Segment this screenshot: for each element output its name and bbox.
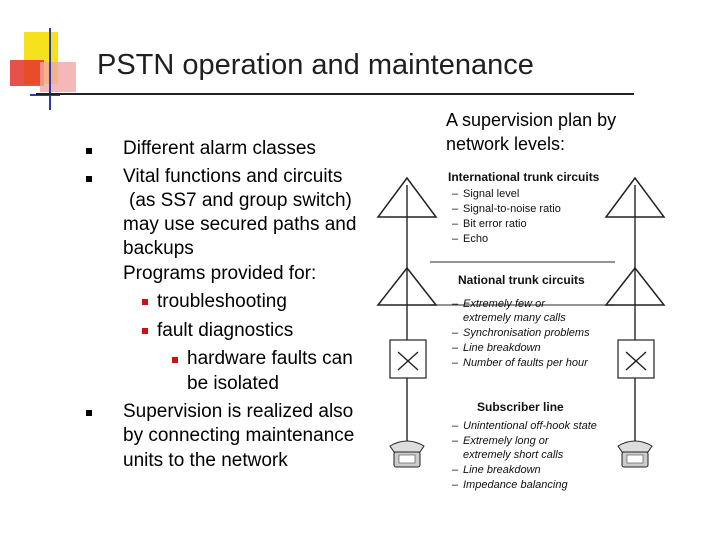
telephone-icon bbox=[617, 440, 653, 468]
logo-blue-line-h bbox=[30, 94, 60, 96]
bullet-text: backups bbox=[123, 238, 194, 259]
section-item: Extremely long or bbox=[463, 435, 550, 447]
bullet-text: Different alarm classes bbox=[123, 138, 316, 159]
logo-pink-square bbox=[40, 62, 76, 92]
title-underline bbox=[36, 93, 634, 95]
triangle-node-icon bbox=[376, 266, 438, 306]
sub-sub-bullet-text: be isolated bbox=[187, 373, 279, 394]
section-item: Signal level bbox=[463, 188, 519, 200]
bullet-list: Different alarm classes Vital functions … bbox=[86, 138, 357, 471]
section-heading: National trunk circuits bbox=[458, 273, 585, 287]
dash: – bbox=[451, 420, 459, 432]
dash: – bbox=[452, 233, 459, 245]
switch-box-icon bbox=[617, 339, 655, 379]
sub-bullet-text: troubleshooting bbox=[157, 291, 287, 312]
section-item: Signal-to-noise ratio bbox=[463, 203, 561, 215]
sub-sub-bullet-text: hardware faults can bbox=[187, 348, 353, 369]
section-item: Impedance balancing bbox=[463, 479, 568, 491]
section-item: Synchronisation problems bbox=[463, 327, 590, 339]
supervision-diagram: International trunk circuits – Signal le… bbox=[376, 170, 666, 491]
sub-sub-bullet-marker bbox=[172, 357, 178, 363]
dash: – bbox=[451, 298, 459, 310]
bullet-text: Programs provided for: bbox=[123, 263, 317, 284]
bullet-marker bbox=[86, 176, 92, 182]
dash: – bbox=[451, 435, 459, 447]
section-item: Unintentional off-hook state bbox=[463, 420, 597, 432]
section-heading: Subscriber line bbox=[477, 400, 564, 414]
bullet-text: (as SS7 and group switch) bbox=[129, 190, 352, 211]
dash: – bbox=[452, 188, 459, 200]
section-item: Line breakdown bbox=[463, 342, 541, 354]
dash: – bbox=[452, 218, 459, 230]
sub-bullet-text: fault diagnostics bbox=[157, 320, 294, 341]
bullet-marker bbox=[86, 410, 92, 416]
section-item: extremely short calls bbox=[463, 449, 564, 461]
switch-box-icon bbox=[389, 339, 427, 379]
triangle-node-icon bbox=[604, 176, 666, 218]
dash: – bbox=[451, 479, 459, 491]
section-item: Line breakdown bbox=[463, 464, 541, 476]
section-item: Bit error ratio bbox=[463, 218, 527, 230]
telephone-icon bbox=[389, 440, 425, 468]
sub-bullet-marker bbox=[142, 328, 148, 334]
bullet-text: may use secured paths and bbox=[123, 214, 357, 235]
bullet-text: by connecting maintenance bbox=[123, 425, 355, 446]
logo-red-square bbox=[10, 60, 44, 86]
heading-line: A supervision plan by bbox=[446, 110, 617, 130]
logo-blue-line bbox=[49, 28, 51, 110]
section-item: Extremely few or bbox=[463, 298, 546, 310]
bullet-text: units to the network bbox=[123, 450, 288, 471]
dash: – bbox=[451, 327, 459, 339]
bullet-marker bbox=[86, 148, 92, 154]
sub-bullet-marker bbox=[142, 299, 148, 305]
triangle-node-icon bbox=[376, 176, 438, 218]
bullet-text: Vital functions and circuits bbox=[123, 166, 343, 187]
dash: – bbox=[451, 342, 459, 354]
section-item: extremely many calls bbox=[463, 312, 566, 324]
page-title: PSTN operation and maintenance bbox=[97, 49, 534, 81]
dash: – bbox=[452, 203, 459, 215]
supervision-plan-heading: A supervision plan by network levels: bbox=[446, 108, 686, 156]
dash: – bbox=[451, 357, 459, 369]
section-item: Number of faults per hour bbox=[463, 357, 589, 369]
dash: – bbox=[451, 464, 459, 476]
bullet-text: Supervision is realized also bbox=[123, 401, 354, 422]
section-item: Echo bbox=[463, 233, 488, 245]
heading-line: network levels: bbox=[446, 134, 566, 154]
triangle-node-icon bbox=[604, 266, 666, 306]
section-heading: International trunk circuits bbox=[448, 170, 600, 184]
